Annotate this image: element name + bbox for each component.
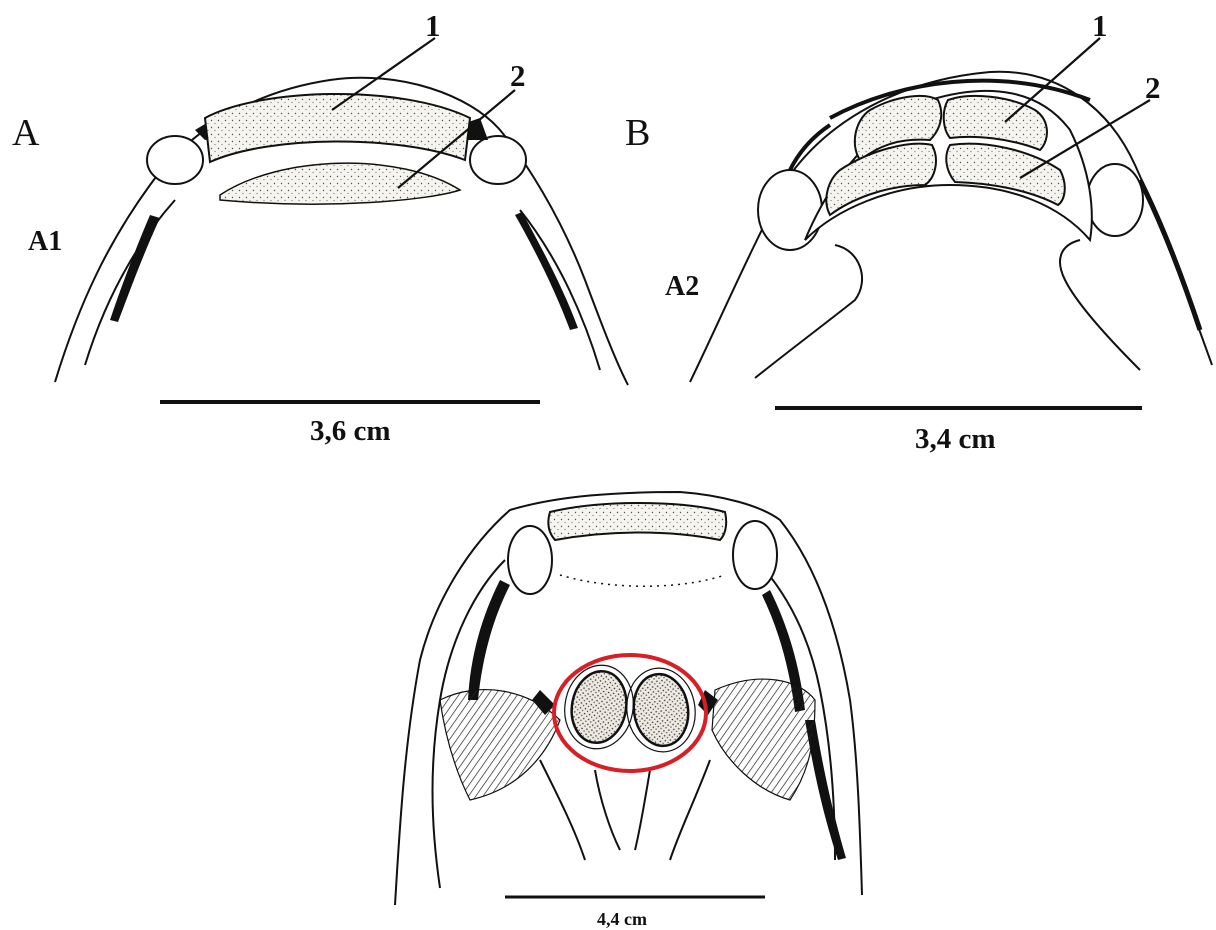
panel-b-scale-label: 3,4 cm — [915, 423, 996, 455]
panel-b-callout-2: 2 — [1145, 70, 1161, 105]
panel-a-sub-label: A1 — [28, 226, 62, 257]
panel-a-callout-1: 1 — [425, 8, 441, 43]
panel-a-drawing — [55, 38, 628, 385]
panel-b-drawing — [690, 38, 1212, 382]
panel-b-sub-label: A2 — [665, 271, 699, 302]
muscle-right — [712, 679, 815, 800]
panel-a-scale-label: 3,6 cm — [310, 415, 391, 447]
panel-b: B A2 1 2 3,4 cm — [625, 8, 1212, 455]
panel-c-drawing — [395, 492, 862, 905]
panel-c-scale-label: 4,4 cm — [597, 909, 647, 929]
tooth-pad-2 — [220, 163, 460, 204]
panel-a: A A1 1 2 3,6 cm — [12, 8, 628, 447]
tooth-pad-1 — [205, 94, 470, 162]
panel-a-callout-2: 2 — [510, 58, 526, 93]
pharyngeal-pad-right — [629, 671, 692, 750]
panel-a-letter: A — [12, 112, 40, 154]
panel-b-letter: B — [625, 112, 650, 154]
panel-b-callout-1: 1 — [1092, 8, 1108, 43]
panel-c: 4,4 cm — [395, 492, 862, 929]
tooth-pad-b2-left — [826, 144, 936, 215]
tooth-pad-c-upper — [548, 503, 726, 540]
